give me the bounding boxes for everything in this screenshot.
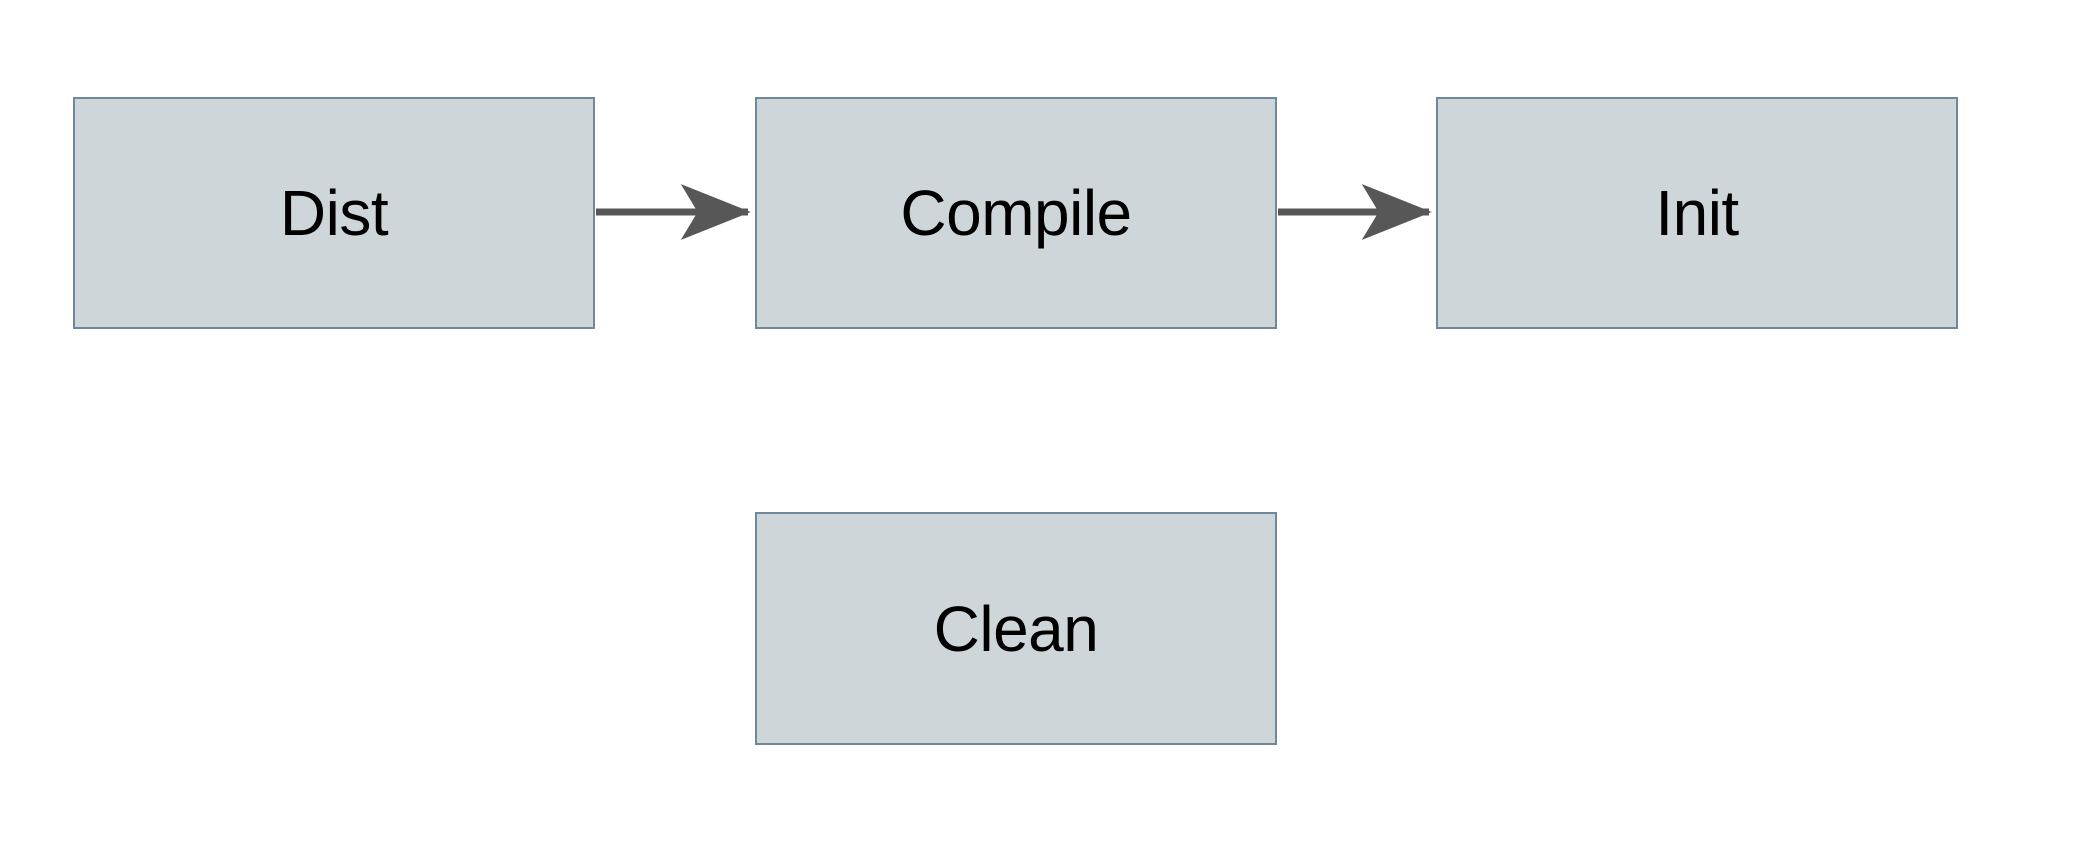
node-init[interactable]: Init — [1436, 97, 1958, 329]
node-dist[interactable]: Dist — [73, 97, 595, 329]
node-dist-label: Dist — [279, 177, 389, 249]
node-compile[interactable]: Compile — [755, 97, 1277, 329]
node-clean-label: Clean — [933, 592, 1099, 665]
node-compile-label: Compile — [900, 177, 1132, 249]
node-init-label: Init — [1655, 177, 1739, 249]
node-clean[interactable]: Clean — [755, 512, 1277, 745]
